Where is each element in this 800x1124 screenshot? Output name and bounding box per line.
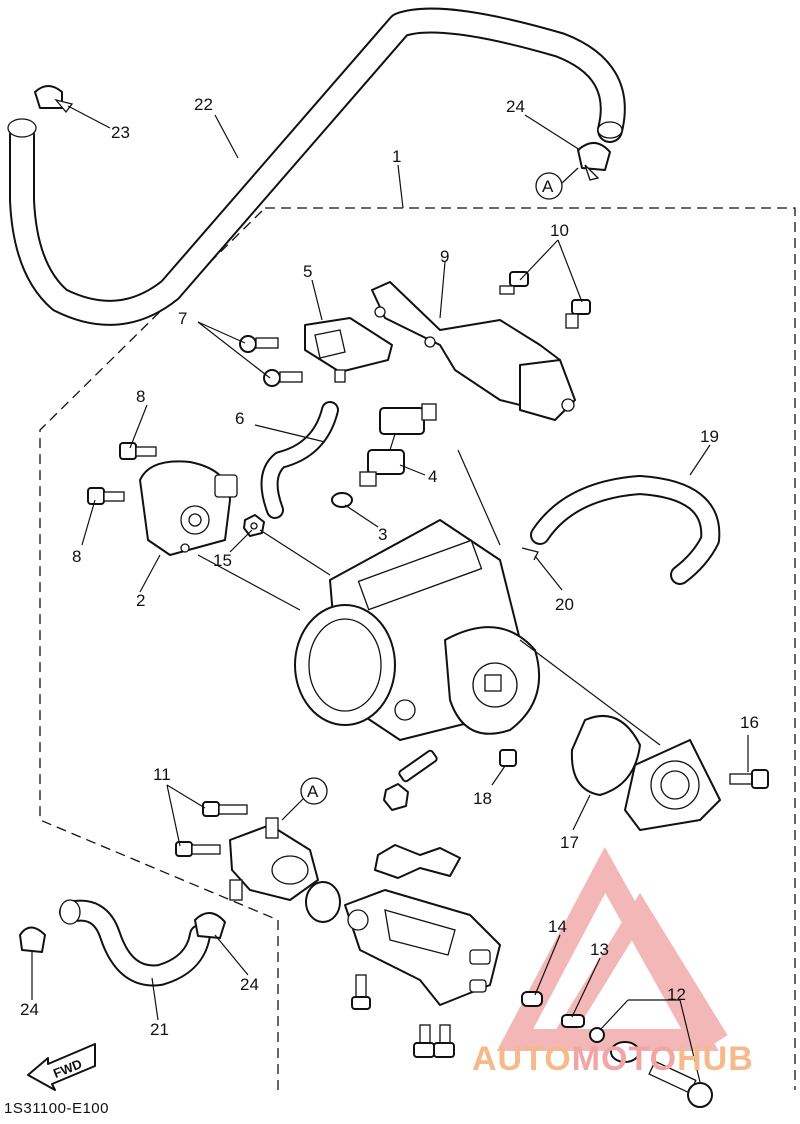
oring-lower [305, 881, 341, 923]
tps-2 [139, 460, 238, 556]
elbow-fitting [229, 817, 319, 901]
hose-19 [530, 475, 721, 585]
callout-23: 23 [111, 123, 130, 142]
bolt-8a [119, 442, 157, 460]
gasket-17 [570, 715, 641, 796]
oring-3 [331, 492, 353, 508]
ref-marker-a-lower-label: A [307, 782, 319, 801]
screw-lower-a [351, 974, 371, 1010]
assembly-boundary [39, 207, 796, 1090]
bolt-11b [175, 841, 221, 857]
ref-marker-a-top: A [535, 167, 579, 200]
bracket-9 [371, 281, 576, 421]
clip-20 [521, 547, 539, 561]
clamp-24-right [194, 912, 226, 939]
screw-lower-c [433, 1024, 455, 1058]
callout-3: 3 [378, 525, 387, 544]
callout-11: 11 [153, 765, 171, 784]
callout-20: 20 [555, 595, 574, 614]
bolt-11a [202, 801, 248, 817]
callout-8-lower: 8 [72, 547, 81, 566]
leader-lines [31, 105, 749, 1083]
sensor-5 [304, 317, 393, 383]
spring-14 [521, 991, 543, 1007]
callout-24-lower-right: 24 [240, 975, 259, 994]
hose-22 [7, 7, 626, 326]
callout-16: 16 [740, 713, 759, 732]
callout-14: 14 [548, 917, 567, 936]
fwd-arrow: FWD [27, 1043, 96, 1091]
callout-1: 1 [392, 147, 401, 166]
callout-7: 7 [178, 309, 187, 328]
bolt-7b [263, 369, 303, 387]
callout-2: 2 [136, 591, 145, 610]
cover-16 [624, 739, 721, 831]
ref-marker-a-label: A [542, 177, 554, 196]
plunger-12 [589, 1027, 713, 1108]
clamp-24-upper [577, 142, 611, 181]
plug-18 [499, 749, 517, 767]
watermark-text: AUTOMOTOHUB [472, 1040, 754, 1079]
screw-16 [729, 769, 769, 789]
clamp-23 [34, 85, 74, 114]
callout-18: 18 [473, 789, 492, 808]
throttle-body-1 [294, 519, 541, 741]
ref-marker-a-lower: A [281, 777, 328, 821]
callout-21: 21 [150, 1020, 169, 1039]
callout-labels: 1 2 3 4 5 6 7 8 8 9 10 11 12 13 14 15 16… [20, 95, 759, 1039]
callout-10: 10 [550, 221, 569, 240]
idle-screw [383, 749, 438, 811]
callout-24-upper: 24 [506, 97, 525, 116]
bolt-7a [239, 335, 279, 353]
valve-block [344, 889, 501, 1006]
callout-5: 5 [303, 262, 312, 281]
hose-6 [260, 401, 339, 519]
injector-4 [359, 403, 437, 487]
watermark-part1: AUTO [472, 1040, 572, 1078]
callout-12: 12 [667, 985, 686, 1004]
watermark-part2: MOTO [571, 1040, 678, 1078]
clamp-24-left [19, 926, 46, 953]
callout-6: 6 [235, 409, 244, 428]
gasket-small [374, 844, 461, 879]
diagram-code: 1S31100-E100 [4, 1100, 109, 1117]
hose-21 [59, 899, 211, 987]
pin-13 [561, 1014, 585, 1028]
callout-19: 19 [700, 427, 719, 446]
callout-24-lower-left: 24 [20, 1000, 39, 1019]
nut-15 [243, 514, 265, 537]
watermark-part3: HUB [677, 1040, 754, 1078]
callout-9: 9 [440, 247, 449, 266]
callout-17: 17 [560, 833, 579, 852]
bolt-8b [87, 487, 125, 505]
callout-22: 22 [194, 95, 213, 114]
callout-4: 4 [428, 467, 437, 486]
callout-13: 13 [590, 940, 609, 959]
callout-8-upper: 8 [136, 387, 145, 406]
callout-15: 15 [213, 551, 232, 570]
bolt-10b [565, 299, 591, 329]
watermark-logo [496, 846, 728, 1051]
screw-lower-b [413, 1024, 435, 1058]
